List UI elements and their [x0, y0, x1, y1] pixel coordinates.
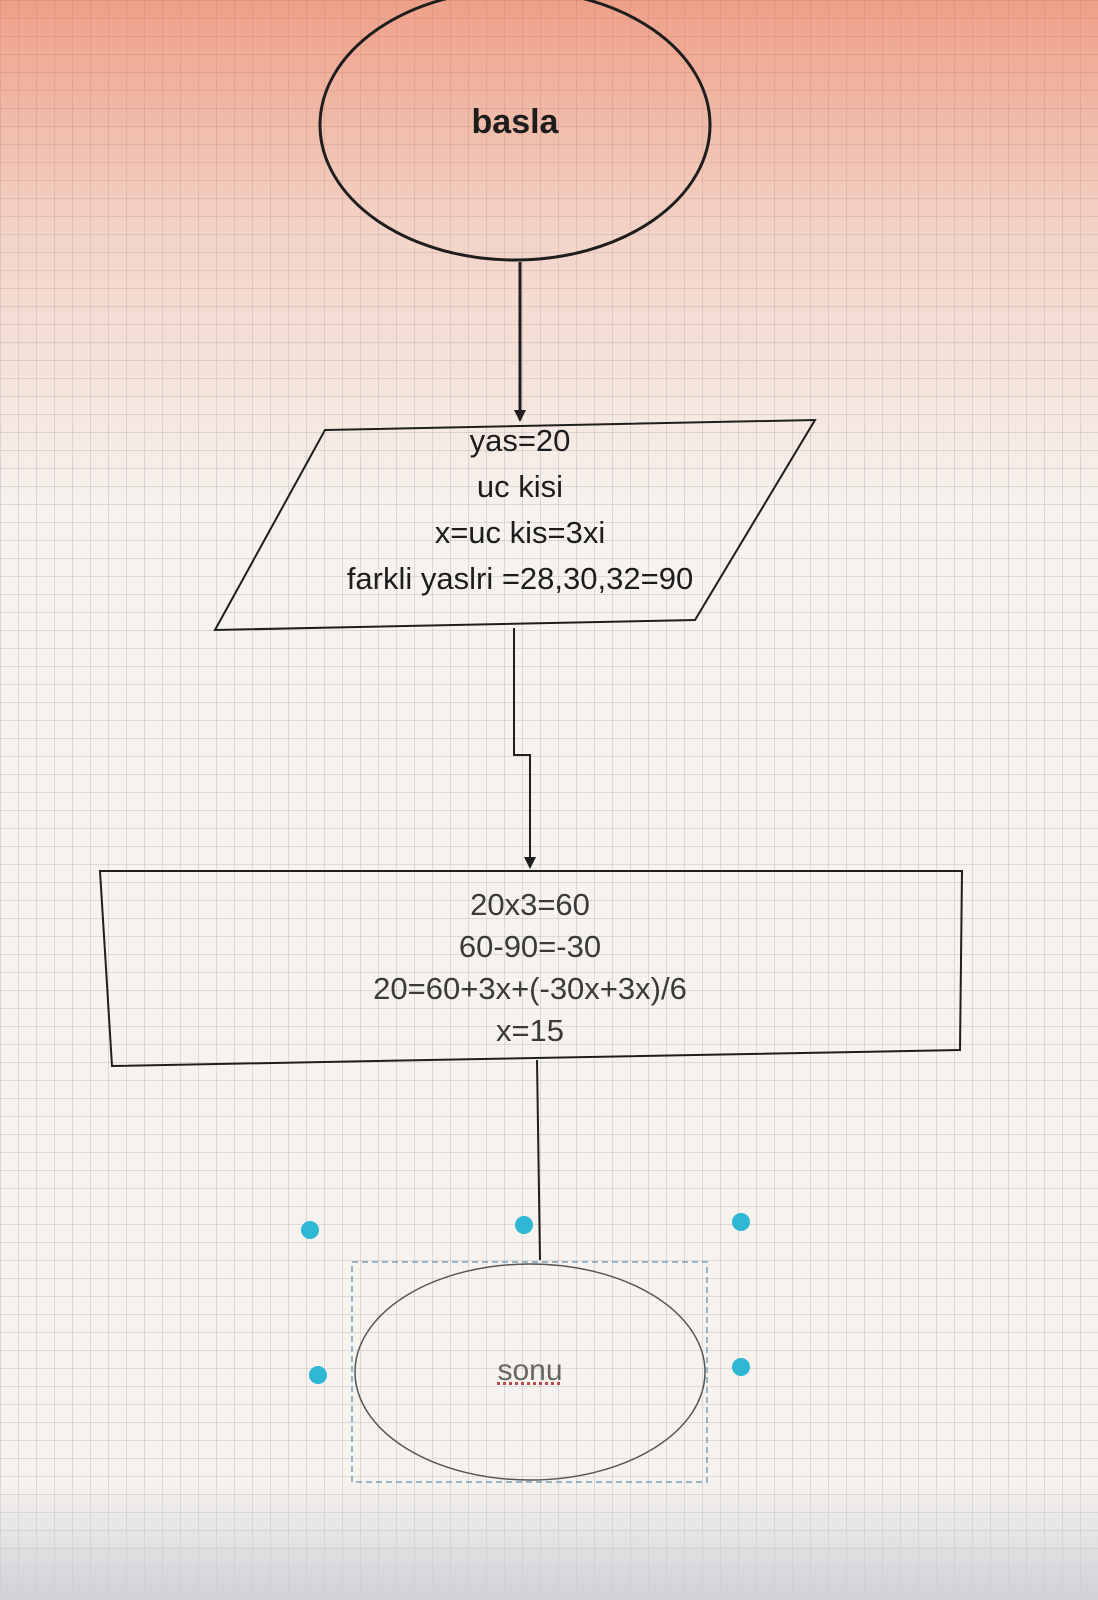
- input-text: yas=20 uc kisi x=uc kis=3xi farkli yaslr…: [260, 418, 780, 602]
- input-line: yas=20: [469, 423, 571, 458]
- process-rectangle[interactable]: [98, 870, 964, 1068]
- selection-box: [351, 1261, 708, 1483]
- process-text: 20x3=60 60-90=-30 20=60+3x+(-30x+3x)/6 x…: [300, 884, 760, 1052]
- process-line: 20x3=60: [470, 887, 590, 922]
- input-line: uc kisi: [476, 469, 564, 504]
- connector-process-to-end[interactable]: [536, 1059, 541, 1261]
- start-terminal[interactable]: [318, 0, 712, 262]
- process-line: x=15: [495, 1013, 565, 1048]
- end-label: sonu: [497, 1354, 563, 1387]
- selection-handle-middle-left[interactable]: [309, 1366, 327, 1384]
- input-line: farkli yaslri =28,30,32=90: [346, 561, 694, 596]
- connector-input-to-process[interactable]: [513, 628, 536, 869]
- input-parallelogram[interactable]: [213, 418, 817, 632]
- selection-handle-top-center[interactable]: [515, 1216, 533, 1234]
- selection-handle-top-right[interactable]: [732, 1213, 750, 1231]
- input-line: x=uc kis=3xi: [434, 515, 606, 550]
- start-label: basla: [471, 103, 559, 141]
- screen-bottom-edge: [0, 1480, 1098, 1600]
- process-line: 20=60+3x+(-30x+3x)/6: [373, 971, 687, 1006]
- end-terminal[interactable]: [354, 1263, 706, 1481]
- selection-handle-top-left[interactable]: [301, 1221, 319, 1239]
- process-line: 60-90=-30: [458, 929, 602, 964]
- selection-handle-middle-right[interactable]: [732, 1358, 750, 1376]
